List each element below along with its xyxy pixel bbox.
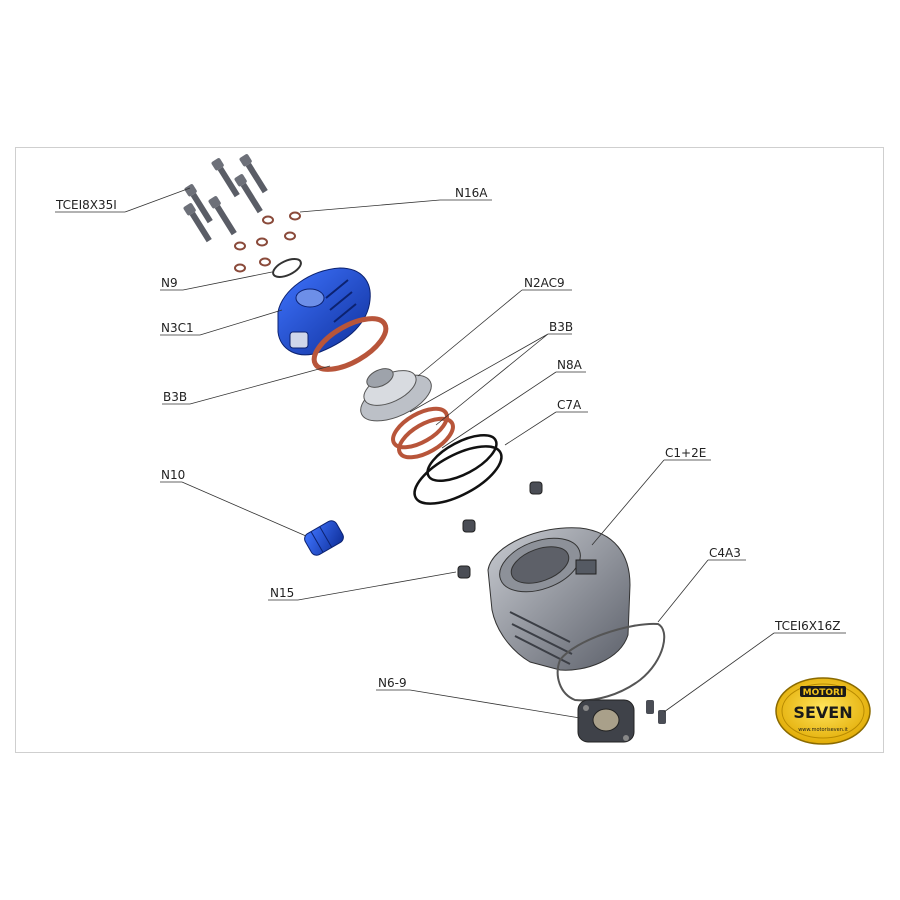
label-b3b-right: B3B <box>549 320 573 334</box>
base-gasket <box>556 622 666 702</box>
cylinder-head <box>277 267 371 356</box>
bolt <box>184 184 213 224</box>
label-n6-9: N6-9 <box>378 676 407 690</box>
oring-c7a <box>413 445 503 505</box>
label-tcei8x35i: TCEI8X35I <box>55 198 117 212</box>
valve-body <box>304 520 344 556</box>
combustion-insert <box>360 368 432 422</box>
label-c1-2e: C1+2E <box>665 446 706 460</box>
label-n10: N10 <box>161 468 185 482</box>
oring-n8a <box>426 433 498 483</box>
gasket-right-2 <box>397 416 455 460</box>
bolts-top-group <box>183 154 268 243</box>
label-tcei6x16z: TCEI6X16Z <box>774 619 840 633</box>
bolt <box>234 174 263 214</box>
bolt <box>183 203 212 243</box>
bolt <box>208 196 237 236</box>
gasket-right-1 <box>391 406 449 450</box>
motori-seven-logo: MOTORI SEVEN www.motoriseven.it <box>775 677 871 745</box>
label-n3c1: N3C1 <box>161 321 194 335</box>
diagram-frame <box>15 147 884 753</box>
nuts-group <box>457 481 543 579</box>
bolt <box>211 158 240 198</box>
exhaust-flange <box>577 699 635 743</box>
oring-n9 <box>272 258 302 278</box>
label-b3b-left: B3B <box>163 390 187 404</box>
cylinder <box>487 527 631 671</box>
logo-top-text: MOTORI <box>803 688 844 698</box>
logo-main-text: SEVEN <box>793 703 852 722</box>
label-n8a: N8A <box>557 358 583 372</box>
label-n16a: N16A <box>455 186 488 200</box>
bolts-small-group <box>646 700 666 724</box>
label-n2ac9: N2AC9 <box>524 276 565 290</box>
washers-group <box>234 211 301 273</box>
logo-url-text: www.motoriseven.it <box>798 727 848 733</box>
label-n15: N15 <box>270 586 294 600</box>
label-c7a: C7A <box>557 398 582 412</box>
label-c4a3: C4A3 <box>709 546 741 560</box>
bolt <box>239 154 268 194</box>
leader-lines <box>55 187 846 719</box>
label-n9: N9 <box>161 276 178 290</box>
part-labels: TCEI8X35I N16A N9 N3C1 B3B N2AC9 B3B N8A… <box>55 186 840 690</box>
head-gasket-left <box>311 316 389 372</box>
